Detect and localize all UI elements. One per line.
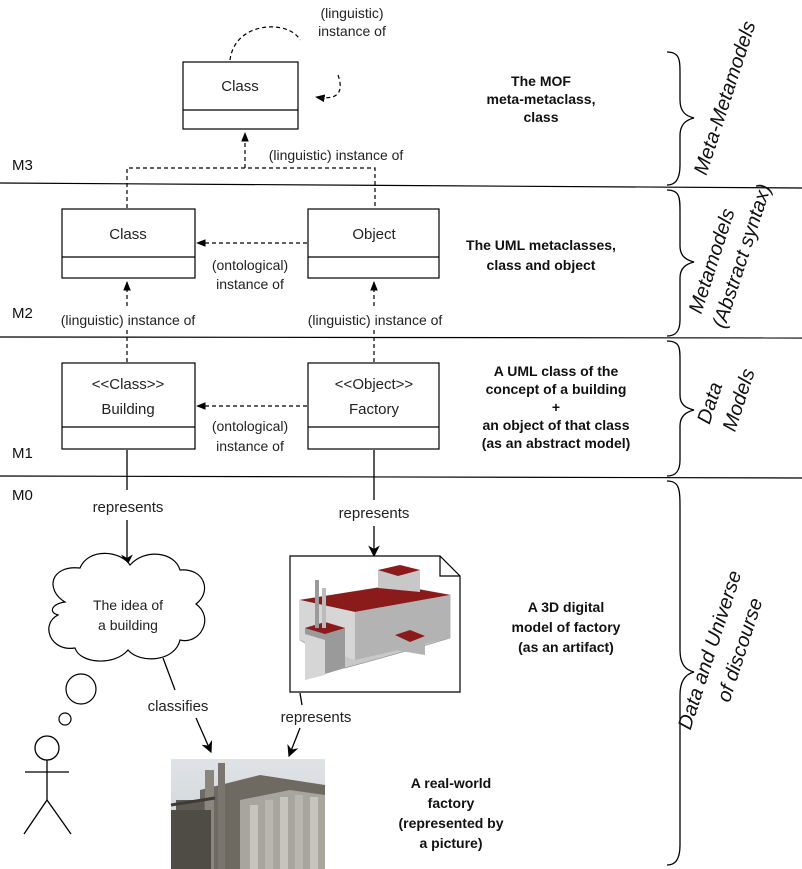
- mof-description: The MOF meta-metaclass, class: [487, 73, 596, 125]
- stick-figure-icon: [23, 735, 72, 835]
- svg-text:The MOF: The MOF: [511, 73, 571, 89]
- represents-bottom-label: represents: [281, 709, 352, 726]
- m2-separator: [0, 336, 802, 339]
- factory-name: Factory: [349, 401, 400, 418]
- m3-instance-label: (linguistic) instance of: [269, 147, 404, 163]
- level-m2: M2: [12, 305, 33, 322]
- uml-object-box: Object: [307, 208, 440, 279]
- uml-class-label: Class: [109, 226, 147, 243]
- m2-ontological-label-1: (ontological): [212, 257, 288, 273]
- svg-text:+: +: [552, 399, 560, 415]
- m1-ontological-label-2: instance of: [216, 438, 284, 454]
- svg-text:(as an abstract model): (as an abstract model): [482, 435, 631, 451]
- factory-photo: [170, 759, 325, 869]
- svg-text:factory: factory: [428, 795, 475, 811]
- svg-text:The UML metaclasses,: The UML metaclasses,: [466, 237, 616, 253]
- brace-meta-metamodels: [666, 51, 695, 186]
- building-name: Building: [101, 401, 154, 418]
- real-factory-description: A real-world factory (represented by a p…: [398, 775, 503, 851]
- svg-text:(as an artifact): (as an artifact): [518, 639, 614, 655]
- mof-class-box: Class: [182, 61, 299, 130]
- svg-text:an object of that class: an object of that class: [482, 417, 629, 433]
- level-m0: M0: [12, 487, 33, 504]
- self-instance-label-2: instance of: [318, 23, 386, 39]
- svg-text:(represented by: (represented by: [398, 815, 503, 831]
- uml-class-box: Class: [61, 208, 196, 279]
- classifies-edge-bottom: [195, 717, 213, 754]
- svg-text:meta-metaclass,: meta-metaclass,: [487, 91, 596, 107]
- classifies-label: classifies: [148, 698, 209, 715]
- svg-text:A UML class of the: A UML class of the: [494, 363, 619, 379]
- represents-right-label: represents: [339, 505, 410, 522]
- building-stereotype: <<Class>>: [92, 376, 165, 393]
- digital-model-description: A 3D digital model of factory (as an art…: [512, 599, 621, 655]
- self-instance-edge-end: [315, 74, 341, 103]
- side-label-meta-metamodels: Meta-Metamodels: [690, 19, 760, 178]
- svg-text:A real-world: A real-world: [411, 775, 491, 791]
- classifies-edge-top: [162, 657, 176, 691]
- factory-3d-model: [289, 555, 461, 693]
- cloud-line-2: a building: [98, 617, 158, 633]
- self-instance-label-1: (linguistic): [320, 5, 383, 21]
- brace-data-models: [666, 340, 695, 477]
- represents-left-label: represents: [93, 499, 164, 516]
- m3-separator: [0, 182, 802, 189]
- svg-text:a picture): a picture): [419, 835, 482, 851]
- idea-cloud: The idea of a building: [48, 552, 206, 662]
- factory-stereotype: <<Object>>: [335, 376, 414, 393]
- thought-bubble-small: [58, 712, 72, 726]
- svg-text:A 3D digital: A 3D digital: [528, 599, 605, 615]
- svg-text:class: class: [523, 109, 558, 125]
- represents-bottom-edge-top: [299, 692, 303, 706]
- represents-bottom-edge-bottom: [287, 727, 301, 758]
- svg-text:concept of a building: concept of a building: [486, 381, 627, 397]
- m1-ontological-label-1: (ontological): [212, 418, 288, 434]
- self-instance-edge-start: [229, 26, 301, 61]
- brace-metamodels: [666, 189, 695, 337]
- uml-description: The UML metaclasses, class and object: [466, 237, 616, 273]
- svg-text:class and object: class and object: [487, 257, 596, 273]
- brace-universe: [666, 480, 695, 866]
- data-model-description: A UML class of the concept of a building…: [482, 363, 631, 451]
- level-m1: M1: [12, 445, 33, 462]
- uml-object-label: Object: [352, 226, 396, 243]
- mof-class-label: Class: [221, 78, 259, 95]
- m2-ontological-label-2: instance of: [216, 276, 284, 292]
- m1-separator: [0, 475, 802, 479]
- building-class-box: <<Class>> Building: [61, 362, 196, 450]
- factory-object-box: <<Object>> Factory: [307, 362, 440, 450]
- side-label-models: Models: [719, 366, 760, 434]
- svg-text:model of factory: model of factory: [512, 619, 621, 635]
- level-m3: M3: [12, 157, 33, 174]
- thought-bubble-large: [65, 673, 97, 705]
- cloud-line-1: The idea of: [93, 597, 163, 613]
- m2-right-linguistic-label: (linguistic) instance of: [308, 312, 443, 328]
- m2-left-linguistic-label: (linguistic) instance of: [61, 312, 196, 328]
- m2-to-m3-edge-lines: [126, 167, 376, 208]
